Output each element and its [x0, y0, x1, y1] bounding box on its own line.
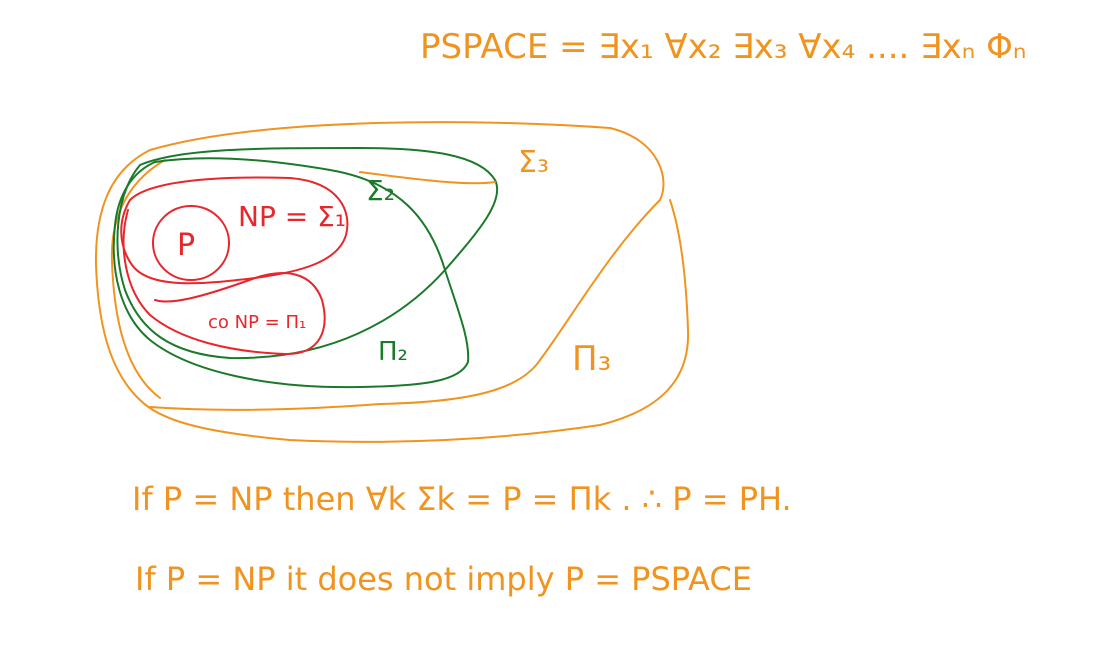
- np-region: [120, 176, 349, 285]
- sigma2-label: Σ₂: [366, 174, 395, 207]
- p-region: [152, 205, 230, 281]
- conp-region: [122, 209, 326, 356]
- note-line-2: If P = NP it does not imply P = PSPACE: [135, 560, 752, 598]
- np-label: NP = Σ₁: [238, 200, 346, 233]
- conp-label: co NP = Π₁: [208, 312, 306, 333]
- outer-orange-region: [94, 121, 690, 443]
- sigma3-divider: [359, 171, 496, 185]
- note-line-1: If P = NP then ∀k Σk = P = Πk . ∴ P = PH…: [132, 480, 792, 518]
- pi3-label: Π₃: [572, 339, 611, 379]
- sigma3-label: Σ₃: [518, 145, 549, 180]
- outer-orange-region-inner-edge: [110, 159, 166, 399]
- sigma2-region: [116, 147, 499, 360]
- pi2-label: Π₂: [378, 337, 408, 367]
- pspace-formula: PSPACE = ∃x₁ ∀x₂ ∃x₃ ∀x₄ .... ∃xₙ Φₙ: [420, 27, 1026, 67]
- pi2-region: [112, 157, 470, 389]
- p-label: P: [177, 228, 195, 263]
